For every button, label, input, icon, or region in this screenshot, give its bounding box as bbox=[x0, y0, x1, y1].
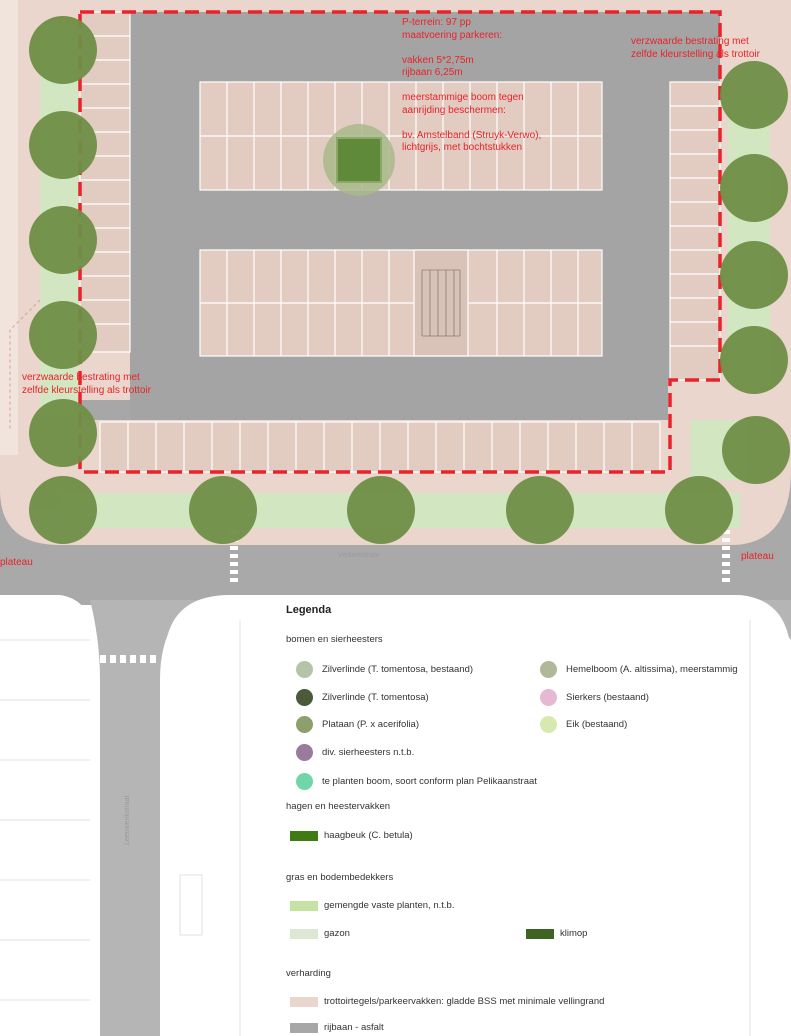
annotation-line bbox=[402, 42, 541, 55]
legend: Legenda bbox=[286, 604, 786, 626]
annotation-line: rijbaan 6,25m bbox=[402, 67, 463, 78]
plateau-label-right: plateau bbox=[741, 551, 774, 562]
legend-section-hedges: hagen en heestervakken bbox=[286, 801, 391, 812]
tree bbox=[29, 206, 97, 274]
legend-swatch bbox=[290, 996, 318, 1007]
legend-item: Eik (bestaand) bbox=[540, 716, 627, 733]
street-name-top: Verkerkstraat bbox=[338, 552, 380, 559]
legend-title: Legenda bbox=[286, 604, 332, 616]
legend-item: Zilverlinde (T. tomentosa) bbox=[296, 689, 429, 706]
annotation-line: lichtgrijs, met bochtstukken bbox=[402, 142, 523, 153]
legend-swatch bbox=[540, 661, 557, 678]
legend-item: trottoirtegels/parkeervakken: gladde BSS… bbox=[290, 996, 604, 1007]
legend-item: rijbaan - asfalt bbox=[290, 1022, 384, 1033]
tree bbox=[665, 476, 733, 544]
annotation-line: verzwaarde bestrating met bbox=[22, 372, 140, 383]
legend-item: Plataan (P. x acerifolia) bbox=[296, 716, 419, 733]
legend-item: haagbeuk (C. betula) bbox=[290, 830, 413, 841]
tree bbox=[506, 476, 574, 544]
side-road-left bbox=[90, 600, 200, 1036]
legend-swatch bbox=[290, 1022, 318, 1033]
annotation-line: bv. Amstelband (Struyk-Verwo), bbox=[402, 129, 542, 141]
legend-swatch bbox=[296, 773, 313, 790]
tree bbox=[29, 399, 97, 467]
tree bbox=[720, 326, 788, 394]
annotation-line: P-terrein: 97 pp bbox=[402, 17, 471, 28]
legend-item: gemengde vaste planten, n.t.b. bbox=[290, 900, 454, 911]
annotation-line: aanrijding beschermen: bbox=[402, 104, 506, 116]
site-boundary bbox=[78, 10, 722, 474]
legend-swatch bbox=[540, 689, 557, 706]
tree bbox=[720, 241, 788, 309]
legend-swatch bbox=[290, 900, 318, 911]
legend-section-grass: gras en bodembedekkers bbox=[286, 872, 394, 883]
tree bbox=[29, 301, 97, 369]
annotation-line bbox=[402, 80, 541, 93]
tree bbox=[189, 476, 257, 544]
annotation-line: zelfde kleurstelling als trottoir bbox=[22, 384, 151, 396]
legend-item: Zilverlinde (T. tomentosa, bestaand) bbox=[296, 661, 473, 678]
tree bbox=[29, 476, 97, 544]
tree bbox=[29, 111, 97, 179]
legend-swatch bbox=[290, 830, 318, 841]
legend-item: Hemelboom (A. altissima), meerstammig bbox=[540, 661, 738, 678]
legend-item: te planten boom, soort conform plan Peli… bbox=[296, 773, 537, 790]
annotation-line: zelfde kleurstelling als trottoir bbox=[631, 48, 760, 60]
tree bbox=[29, 16, 97, 84]
legend-section-trees: bomen en sierheesters bbox=[286, 634, 383, 645]
legend-item: Sierkers (bestaand) bbox=[540, 689, 649, 706]
annotation-line: meerstammige boom tegen bbox=[402, 92, 524, 103]
street-name-side: Leeuwerikstraat bbox=[124, 795, 131, 845]
annotation-line: maatvoering parkeren: bbox=[402, 29, 503, 41]
plateau-label-left: plateau bbox=[0, 557, 33, 568]
legend-swatch bbox=[290, 928, 318, 939]
annotation-line: verzwaarde bestrating met bbox=[631, 36, 749, 47]
legend-swatch bbox=[526, 928, 554, 939]
legend-section-paving: verharding bbox=[286, 968, 331, 979]
legend-item: gazon bbox=[290, 928, 350, 939]
tree bbox=[347, 476, 415, 544]
legend-swatch bbox=[296, 744, 313, 761]
legend-swatch bbox=[296, 716, 313, 733]
legend-swatch bbox=[540, 716, 557, 733]
tree bbox=[722, 416, 790, 484]
legend-swatch bbox=[296, 661, 313, 678]
legend-swatch bbox=[296, 689, 313, 706]
annotation-line: vakken 5*2,75m bbox=[402, 54, 474, 66]
legend-item: div. sierheesters n.t.b. bbox=[296, 744, 414, 761]
legend-item: klimop bbox=[526, 928, 587, 939]
tree bbox=[720, 61, 788, 129]
annotation-line bbox=[402, 117, 541, 130]
tree bbox=[720, 154, 788, 222]
